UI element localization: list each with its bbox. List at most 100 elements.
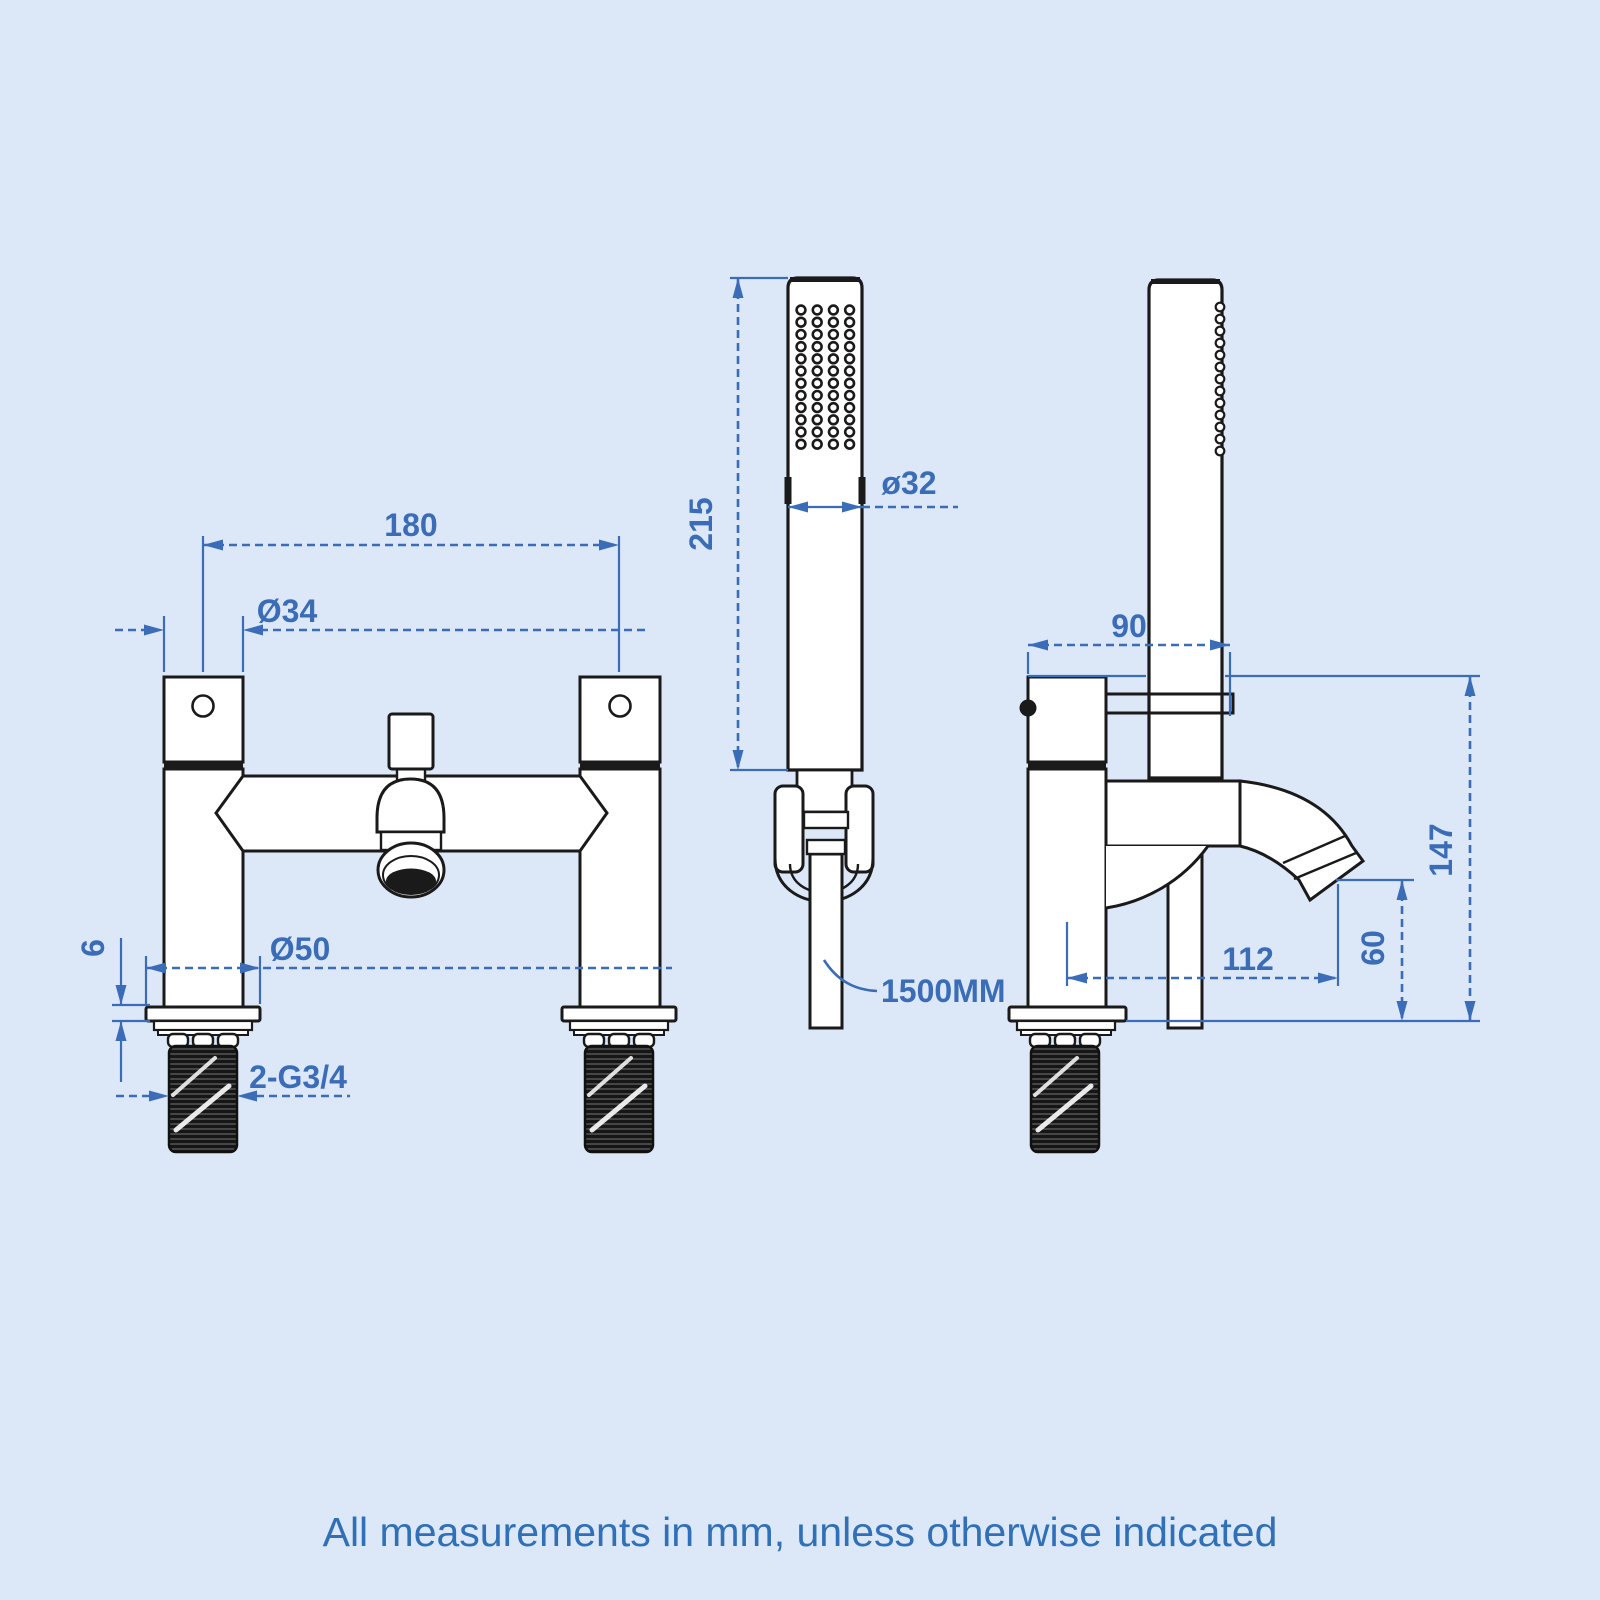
base-flange	[1007, 1005, 1128, 1023]
side-nozzle-dot	[1214, 361, 1226, 373]
nozzle-dot	[843, 389, 856, 402]
nozzle-dot	[843, 304, 856, 316]
side-nozzle-dot	[1214, 301, 1226, 313]
dim-215-label: 215	[683, 497, 719, 550]
nozzle-dot	[795, 316, 807, 328]
handset-cradle	[773, 768, 875, 1030]
spout-dome	[375, 777, 446, 834]
right-handle-hole	[608, 694, 632, 718]
spout-underside	[1106, 846, 1208, 908]
nozzle-dot	[827, 377, 840, 389]
nozzle-dot	[811, 340, 823, 353]
nozzle-dot	[795, 438, 807, 450]
base-flange	[144, 1005, 262, 1023]
dim-o32-label: ø32	[881, 465, 936, 501]
dim-180: 180	[201, 507, 621, 672]
nozzle-dot	[843, 426, 856, 438]
nozzle-dot	[843, 316, 856, 328]
dim-o50-label: Ø50	[270, 931, 330, 967]
nozzle-dot	[843, 401, 856, 414]
side-nozzle-dot	[1214, 349, 1226, 361]
side-nozzle-dot	[1214, 313, 1226, 325]
nozzle-dot	[827, 438, 840, 450]
nozzle-dot	[827, 353, 840, 365]
nozzle-dot	[843, 328, 856, 341]
nozzle-dot	[811, 304, 823, 316]
dim-hose-label: 1500MM	[881, 973, 1006, 1009]
nozzle-dot	[843, 340, 856, 353]
handset-neck	[795, 768, 854, 814]
nozzle-dot	[795, 353, 807, 365]
dim-o34: Ø34	[115, 593, 648, 672]
dim-thread: 2-G3/4	[116, 1059, 350, 1102]
front-diverter-and-spout	[375, 712, 446, 899]
nozzle-dot	[843, 353, 856, 365]
nozzle-dot	[843, 414, 856, 426]
handset-front-view	[773, 276, 875, 1030]
nozzle-dot	[811, 316, 823, 328]
side-nozzle-dot	[1214, 445, 1226, 457]
nozzle-dot	[827, 304, 840, 316]
front-right-base	[560, 1005, 678, 1154]
side-spout	[1104, 779, 1366, 910]
nozzle-dot	[843, 377, 856, 389]
nozzle-dot	[843, 438, 856, 450]
dim-o34-label: Ø34	[257, 593, 318, 629]
nozzle-dot	[795, 426, 807, 438]
side-nozzle-column	[1214, 301, 1226, 457]
front-view	[144, 675, 678, 1154]
dim-thread-label: 2-G3/4	[249, 1059, 347, 1095]
dim-147-label: 147	[1423, 823, 1459, 876]
dim-6: 6	[75, 938, 150, 1082]
side-base	[1007, 1005, 1128, 1154]
nozzle-dot	[843, 365, 856, 377]
nozzle-dot	[827, 426, 840, 438]
threaded-tail	[167, 1044, 239, 1154]
nozzle-dot	[827, 401, 840, 414]
nozzle-dot	[811, 377, 823, 389]
dim-90: 90	[1026, 608, 1232, 716]
nozzle-dot	[795, 328, 807, 341]
measurement-note: All measurements in mm, unless otherwise…	[323, 1509, 1278, 1555]
nozzle-dot	[795, 340, 807, 353]
nozzle-dot	[795, 389, 807, 402]
nozzle-dot	[811, 414, 823, 426]
dim-o50: Ø50	[144, 931, 672, 1004]
side-nozzle-dot	[1214, 373, 1226, 385]
side-nozzle-dot	[1214, 397, 1226, 409]
side-nozzle-dot	[1214, 337, 1226, 349]
side-pillar	[1019, 675, 1108, 1009]
side-nozzle-dot	[1214, 325, 1226, 337]
nozzle-dot	[827, 340, 840, 353]
nozzle-dot	[811, 365, 823, 377]
nozzle-dot	[827, 316, 840, 328]
dim-112-label: 112	[1222, 941, 1274, 977]
nozzle-dot	[795, 377, 807, 389]
dim-o32: ø32	[788, 465, 958, 513]
side-handset	[1147, 278, 1224, 780]
nozzle-dot	[811, 328, 823, 341]
left-handle-hole	[191, 694, 215, 718]
side-view	[1007, 278, 1366, 1154]
side-nozzle-dot	[1214, 385, 1226, 397]
side-handle-hole	[1019, 699, 1037, 717]
nozzle-dot	[811, 426, 823, 438]
handset-holder-bar	[1106, 692, 1235, 715]
hose	[808, 852, 844, 1030]
dim-147: 147	[1028, 674, 1480, 1023]
dim-60: 60	[1336, 878, 1414, 1021]
dim-6-label: 6	[75, 939, 111, 957]
nozzle-dot	[811, 438, 823, 450]
dim-215: 215	[683, 276, 788, 772]
nozzle-dot	[795, 365, 807, 377]
side-nozzle-dot	[1214, 421, 1226, 433]
nozzle-dot	[795, 401, 807, 414]
threaded-tail	[1029, 1044, 1101, 1154]
side-nozzle-dot	[1214, 409, 1226, 421]
nozzle-dot	[827, 389, 840, 402]
dim-112: 112	[1065, 884, 1340, 986]
nozzle-dot	[827, 328, 840, 341]
front-left-base	[144, 1005, 262, 1154]
